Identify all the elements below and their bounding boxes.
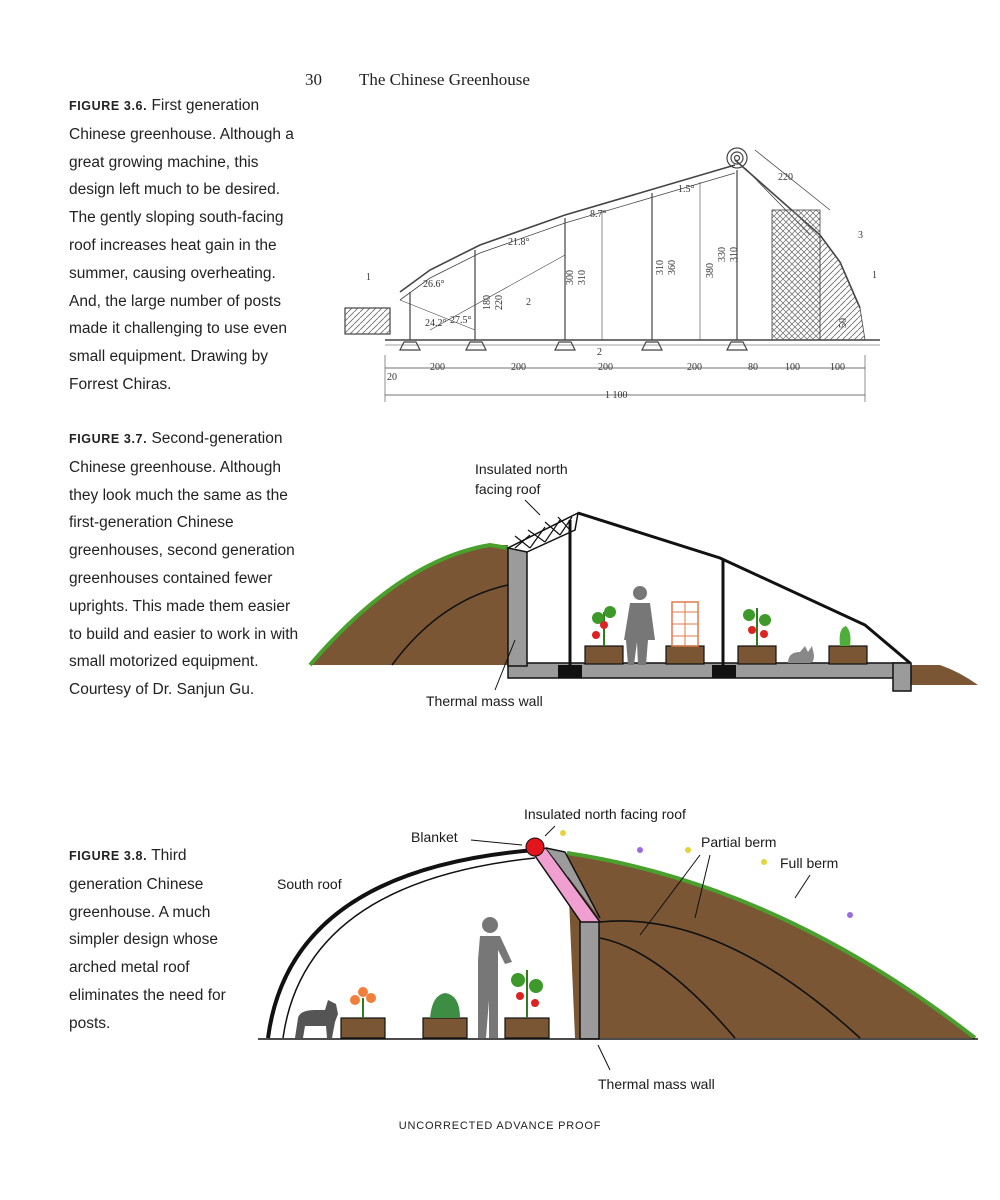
person-silhouette-icon (624, 586, 655, 665)
callout-number: 2 (597, 347, 602, 358)
caption-text: Third generation Chinese greenhouse. A m… (69, 847, 226, 1032)
running-title: The Chinese Greenhouse (359, 70, 530, 89)
label-line: facing roof (475, 481, 540, 497)
pepper-plant-icon (743, 608, 771, 646)
callout-number: 1 (872, 270, 877, 281)
bottom-dim: 80 (748, 362, 758, 373)
height-label: 330 (717, 247, 728, 262)
tomato-plant-icon (511, 970, 543, 1018)
label-line: Insulated north (475, 461, 568, 477)
total-length: 1 100 (605, 390, 628, 401)
label-thermal-wall: Thermal mass wall (426, 693, 543, 709)
running-header: 30 The Chinese Greenhouse (305, 70, 530, 90)
caption-label: FIGURE 3.7. (69, 432, 148, 446)
blanket-roll-icon (525, 837, 545, 857)
caption-figure-3-6: FIGURE 3.6. First generation Chinese gre… (69, 92, 304, 399)
height-label: 310 (655, 260, 666, 275)
label-thermal-wall: Thermal mass wall (598, 1076, 715, 1092)
caption-label: FIGURE 3.8. (69, 849, 148, 863)
caption-text: Second-generation Chinese greenhouse. Al… (69, 430, 299, 699)
label-insulated-roof: Insulated north facing roof (524, 806, 686, 822)
label-blanket: Blanket (411, 829, 458, 845)
bottom-dim: 200 (511, 362, 526, 373)
height-label: 310 (729, 247, 740, 262)
caption-figure-3-7: FIGURE 3.7. Second-generation Chinese gr… (69, 425, 304, 704)
cat-silhouette-icon (788, 646, 814, 663)
height-label: 220 (494, 295, 505, 310)
bottom-dim: 200 (430, 362, 445, 373)
caption-figure-3-8: FIGURE 3.8. Third generation Chinese gre… (69, 842, 239, 1038)
trellis-plant-icon (671, 601, 699, 647)
angle-label: 21.8° (508, 237, 530, 248)
angle-label: 27.5° (450, 315, 472, 326)
bottom-dim: 100 (785, 362, 800, 373)
angle-label: 1.5° (678, 184, 695, 195)
callout-number: 3 (858, 230, 863, 241)
bottom-dim: 100 (830, 362, 845, 373)
angle-label: 26.6° (423, 279, 445, 290)
bottom-dim: 20 (387, 372, 397, 383)
caption-text: First generation Chinese greenhouse. Alt… (69, 97, 294, 393)
callout-number: 1 (366, 272, 371, 283)
label-partial-berm: Partial berm (701, 834, 776, 850)
height-label: 300 (565, 270, 576, 285)
label-south-roof: South roof (277, 876, 342, 892)
angle-label: 24.2° (425, 318, 447, 329)
label-full-berm: Full berm (780, 855, 838, 871)
label-insulated-roof: Insulated north facing roof (475, 461, 572, 497)
callout-number: 2 (526, 297, 531, 308)
figure-3-8-illustration: Insulated north facing roof Blanket Part… (258, 806, 978, 1092)
height-label: 180 (482, 295, 493, 310)
dog-silhouette-icon (295, 1000, 338, 1038)
height-label: 50 (838, 318, 849, 328)
page-number: 30 (305, 70, 322, 89)
footer-proof-notice: UNCORRECTED ADVANCE PROOF (398, 1120, 602, 1132)
caption-label: FIGURE 3.6. (69, 99, 148, 113)
wildflower-icon (560, 830, 853, 918)
kale-plant-icon (430, 993, 460, 1018)
bottom-dim: 200 (598, 362, 613, 373)
person-silhouette-icon (478, 917, 512, 1038)
height-label: 310 (577, 270, 588, 285)
tomato-plant-icon (592, 606, 616, 646)
figure-3-7-illustration: Insulated north facing roof Thermal mass… (308, 461, 978, 709)
angle-label: 8.7° (590, 209, 607, 220)
height-label: 360 (667, 260, 678, 275)
lettuce-plant-icon (839, 626, 851, 646)
height-label: 380 (705, 263, 716, 278)
bottom-dim: 200 (687, 362, 702, 373)
flower-plant-icon (350, 987, 376, 1018)
dim-220: 220 (778, 172, 793, 183)
figure-3-6-drawing: 220 26.6° 21.8° 8.7° 1.5° 24.2° 27.5° 18… (344, 147, 880, 402)
